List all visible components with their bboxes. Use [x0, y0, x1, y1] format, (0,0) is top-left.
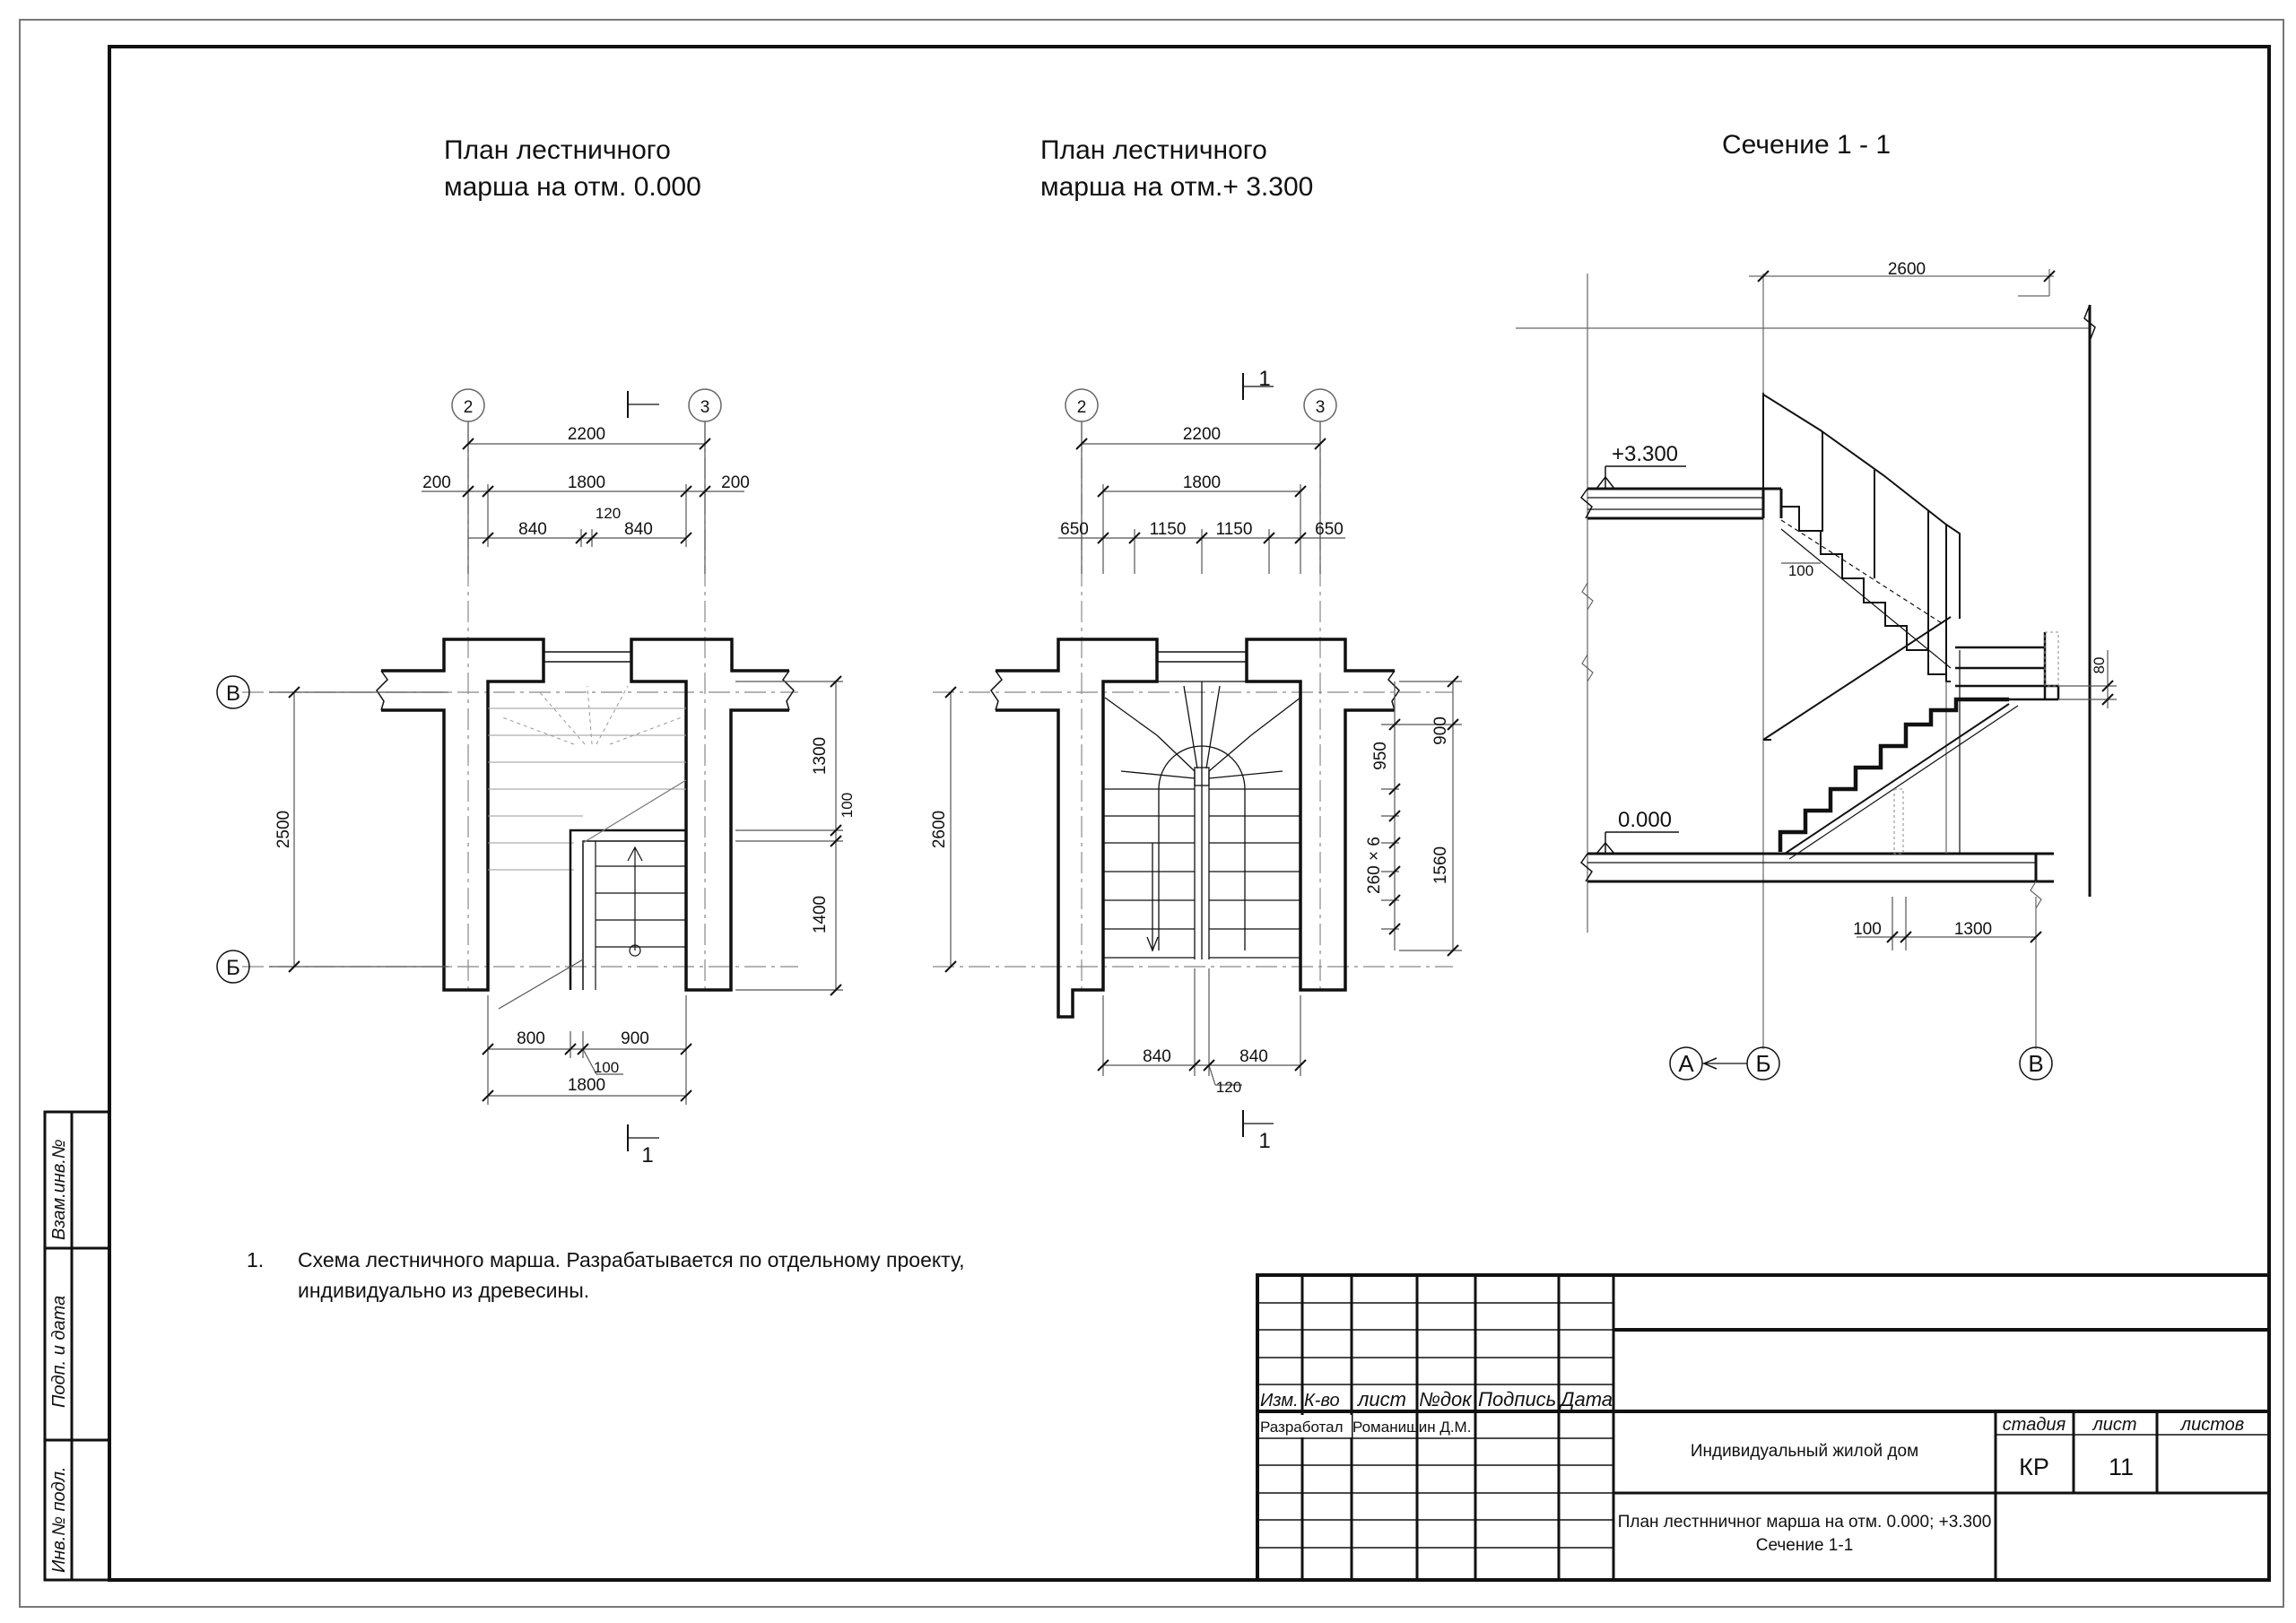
side-podp-label: Подп. и дата	[49, 1296, 69, 1408]
plan2-labels: 2 3 2200 1800 650 1150 1150 650 2600 900…	[930, 367, 1450, 1153]
plan2-axis-3-label: 3	[1316, 398, 1326, 417]
plan1-dim-middle: 1800	[568, 473, 605, 492]
sheet-header: лист	[2092, 1415, 2136, 1435]
plan2-title-line1: План лестничного	[1040, 135, 1267, 165]
plan2-dim-left: 650	[1060, 520, 1089, 539]
plan2-dim-steps: 260 × 6	[1365, 837, 1384, 894]
plan1-dim-bottom-right: 900	[621, 1029, 649, 1048]
hdr-izm: Изм.	[1260, 1391, 1299, 1410]
plan1-axis-2-label: 2	[464, 398, 474, 417]
plan1-dim-vertical: 2500	[274, 811, 293, 848]
section-drawing	[1516, 269, 2117, 1081]
plan2-dim-total: 2200	[1183, 425, 1221, 444]
side-vzam-label: Взам.инв.№	[49, 1139, 69, 1240]
section-labels: 2600 +3.300 0.000 100 100 1300 80 А Б В	[1612, 260, 2108, 1077]
plan1-dim-left-half: 840	[518, 520, 547, 539]
plan1-axis-v-label: В	[226, 681, 240, 706]
inner-frame	[108, 45, 2271, 1582]
drawing-title-line1: План лестнничног марша на отм. 0.000; +3…	[1618, 1513, 1992, 1532]
plan1-dim-right-half: 840	[624, 520, 653, 539]
plan2-dim-middle: 1800	[1183, 473, 1221, 492]
section-dim-80: 80	[2091, 657, 2108, 674]
plan2-dim-flight-right: 1150	[1216, 520, 1253, 539]
hdr-data: Дата	[1558, 1388, 1613, 1410]
plan2-dim-bottom-gap: 120	[1216, 1079, 1241, 1096]
sheets-header: листов	[2180, 1415, 2244, 1435]
section-dim-100-a: 100	[1788, 562, 1813, 579]
sheet-number: 11	[2109, 1454, 2134, 1480]
plan2-section-mark-top: 1	[1258, 367, 1270, 391]
hdr-list: лист	[1356, 1388, 1406, 1410]
section-level-upper: +3.300	[1612, 442, 1678, 466]
plan1-labels: 2 3 В Б 2200 200 1800 200 840 120 840 25…	[226, 398, 856, 1167]
plan2-dim-bottom-right: 840	[1239, 1047, 1268, 1066]
plan1-drawing	[216, 388, 843, 1151]
title-block	[1256, 1273, 2271, 1582]
general-note: 1. Схема лестничного марша. Разрабатывае…	[247, 1248, 965, 1302]
view-titles: План лестничного марша на отм. 0.000 Пла…	[444, 130, 1891, 202]
plan1-dim-gap: 120	[596, 505, 621, 522]
plan1-dim-bottom-total: 1800	[568, 1076, 605, 1095]
plan2-drawing	[933, 373, 1462, 1137]
object-name: Индивидуальный жилой дом	[1691, 1442, 1918, 1461]
hdr-ndok: №док	[1419, 1388, 1473, 1410]
plan1-title-line2: марша на отм. 0.000	[444, 172, 701, 202]
plan1-title-line1: План лестничного	[444, 135, 671, 165]
plan2-dim-bottom-left: 840	[1143, 1047, 1171, 1066]
hdr-kvo: К-во	[1304, 1391, 1340, 1410]
plan1-dim-total: 2200	[568, 425, 605, 444]
stage-value: КР	[2019, 1454, 2049, 1480]
section-title: Сечение 1 - 1	[1722, 130, 1891, 160]
note-line-1: Схема лестничного марша. Разрабатывается…	[298, 1248, 965, 1271]
plan1-axis-3-label: 3	[700, 398, 710, 417]
plan2-section-mark-bottom: 1	[1258, 1129, 1270, 1153]
plan1-dim-bottom-gap: 100	[594, 1059, 619, 1076]
plan2-title-line2: марша на отм.+ 3.300	[1040, 172, 1313, 202]
section-axis-b-label: Б	[1755, 1050, 1770, 1077]
side-strip	[43, 1110, 111, 1582]
side-inv-label: Инв.№ подл.	[49, 1466, 69, 1573]
plan2-dim-flight-left: 1150	[1150, 520, 1187, 539]
section-axis-a-label: А	[1678, 1050, 1694, 1077]
plan1-dim-bottom-left: 800	[517, 1029, 545, 1048]
author-name: Романишин Д.М.	[1352, 1419, 1471, 1436]
plan1-dim-left-wall: 200	[422, 473, 451, 492]
section-axis-v-label: В	[2028, 1050, 2043, 1077]
plan1-section-mark: 1	[641, 1143, 653, 1167]
plan2-dim-r3: 1560	[1431, 846, 1450, 884]
razrabotal-label: Разработал	[1260, 1419, 1344, 1436]
plan1-dim-lower: 1400	[811, 896, 830, 933]
plan2-axis-2-label: 2	[1077, 398, 1087, 417]
plan1-axis-b-label: Б	[226, 956, 240, 980]
drawing-title-line2: Сечение 1-1	[1756, 1536, 1854, 1555]
title-block-text: Изм. К-во лист №док Подпись Дата Разрабо…	[1260, 1388, 2244, 1555]
plan2-dim-vertical: 2600	[930, 811, 949, 848]
outer-frame	[19, 19, 2284, 1608]
plan1-dim-slab: 100	[839, 793, 856, 818]
plan2-dim-right: 650	[1315, 520, 1344, 539]
plan2-dim-r1: 900	[1431, 716, 1450, 745]
plan1-dim-upper: 1300	[811, 737, 830, 775]
section-level-lower: 0.000	[1618, 808, 1672, 832]
plan1-dim-right-wall: 200	[721, 473, 750, 492]
stage-header: стадия	[2003, 1415, 2066, 1435]
note-line-2: индивидуально из древесины.	[298, 1279, 589, 1302]
section-dim-1300: 1300	[1954, 920, 1992, 939]
section-dim-top: 2600	[1888, 260, 1926, 279]
plan2-dim-r2: 950	[1371, 742, 1390, 770]
section-dim-100-b: 100	[1853, 920, 1882, 939]
hdr-podpis: Подпись	[1478, 1388, 1556, 1410]
note-number: 1.	[247, 1248, 264, 1271]
